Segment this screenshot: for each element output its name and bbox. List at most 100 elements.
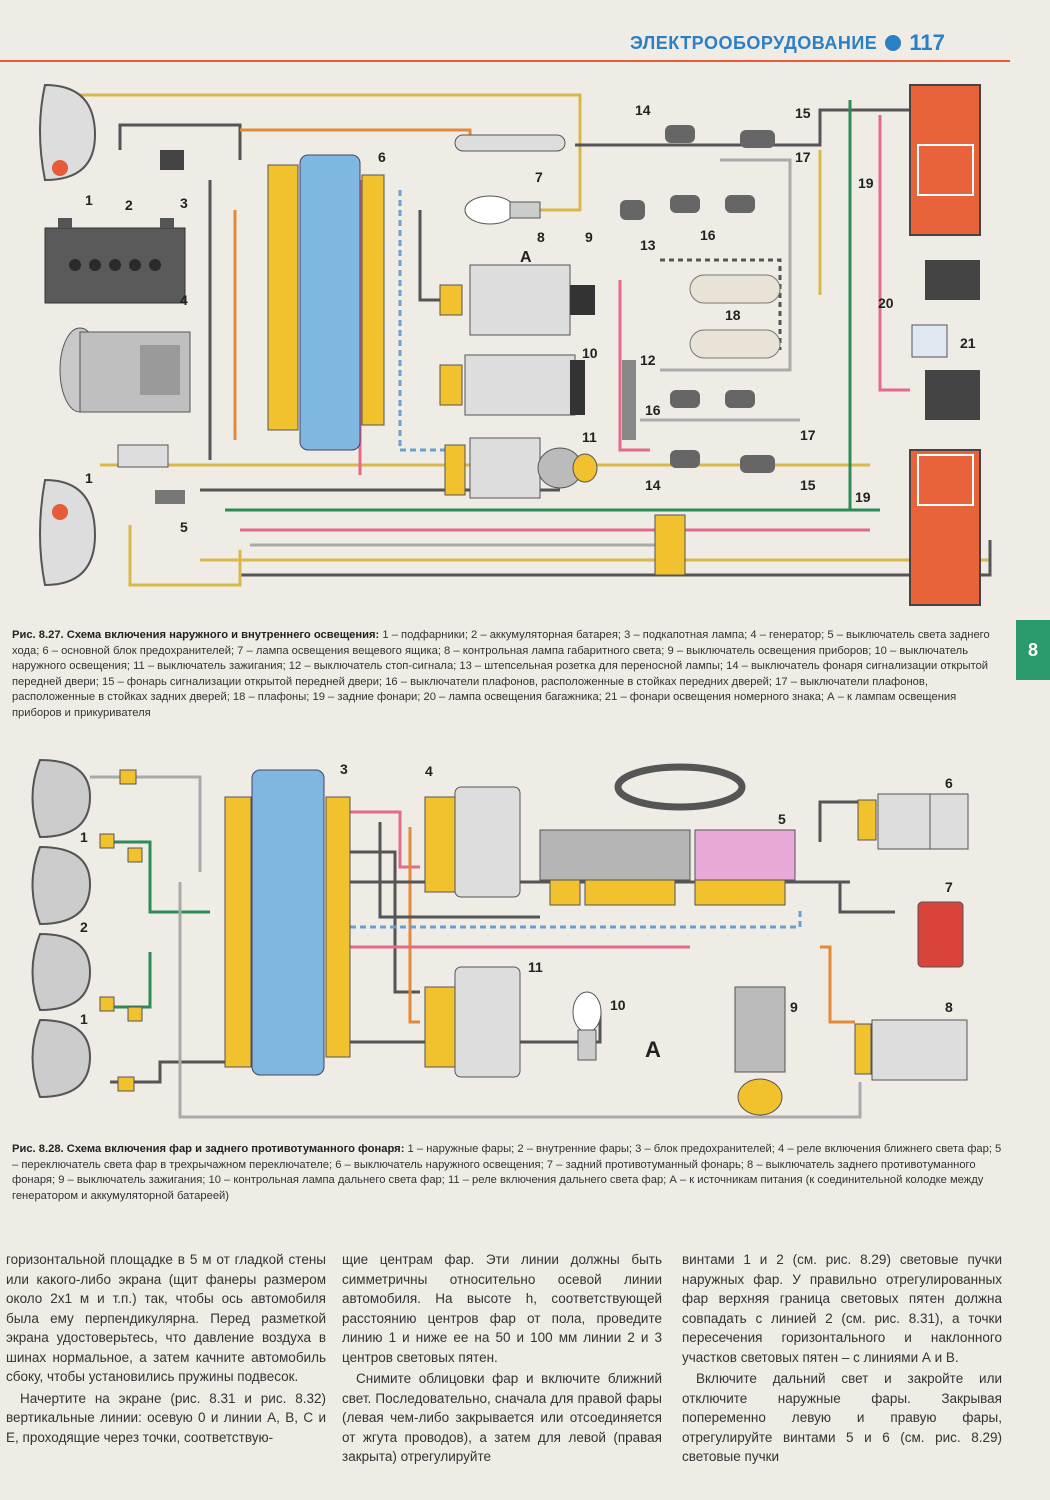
indicator-lamp <box>464 195 541 225</box>
paragraph: винтами 1 и 2 (см. рис. 8.29) световые п… <box>682 1252 1002 1365</box>
figure-8-27-title: Рис. 8.27. Схема включения наружного и в… <box>12 629 380 641</box>
page-header: ЭЛЕКТРООБОРУДОВАНИЕ 117 <box>630 30 1020 56</box>
ignition-switch <box>444 437 598 499</box>
low-beam-relay <box>424 786 521 898</box>
high-beam-indicator <box>572 991 602 1061</box>
svg-text:3: 3 <box>180 195 188 211</box>
trunk-lamp <box>911 324 948 358</box>
paragraph: Включите дальний свет и закройте или отк… <box>682 1371 1002 1464</box>
paragraph: щие центрам фар. Эти линии должны быть с… <box>342 1252 662 1365</box>
fog-lamp-switch <box>854 1019 968 1081</box>
text-column-1: горизонтальной площадке в 5 м от гладкой… <box>6 1250 326 1449</box>
glovebox-lamp <box>454 134 566 152</box>
svg-text:11: 11 <box>582 429 597 445</box>
rear-fog-lamp <box>917 901 964 968</box>
svg-text:10: 10 <box>582 345 598 361</box>
headlamps <box>31 758 92 1099</box>
svg-text:А: А <box>645 1037 661 1062</box>
svg-text:18: 18 <box>725 307 741 323</box>
text-column-2: щие центрам фар. Эти линии должны быть с… <box>342 1250 662 1469</box>
svg-text:15: 15 <box>795 105 811 121</box>
svg-text:1: 1 <box>85 192 93 208</box>
svg-text:5: 5 <box>180 519 188 535</box>
fuse-block <box>267 154 385 451</box>
svg-text:7: 7 <box>945 879 953 895</box>
svg-text:9: 9 <box>585 229 593 245</box>
reverse-switch <box>155 490 185 504</box>
figure-8-28-legend: 1 – наружные фары; 2 – внутренние фары; … <box>12 1143 1002 1202</box>
svg-text:1: 1 <box>80 829 88 845</box>
svg-text:7: 7 <box>535 169 543 185</box>
parking-light-bottom <box>39 478 97 587</box>
svg-text:4: 4 <box>425 763 433 779</box>
rear-connector <box>654 514 686 576</box>
svg-text:19: 19 <box>858 175 874 191</box>
figure-8-27-legend: 1 – подфарники; 2 – аккумуляторная батар… <box>12 629 990 719</box>
svg-text:А: А <box>520 249 532 266</box>
svg-text:8: 8 <box>945 999 953 1015</box>
svg-text:6: 6 <box>945 775 953 791</box>
svg-text:9: 9 <box>790 999 798 1015</box>
lamp-connectors <box>99 769 143 1092</box>
section-title: ЭЛЕКТРООБОРУДОВАНИЕ <box>630 32 878 53</box>
svg-text:21: 21 <box>960 335 976 351</box>
paragraph: горизонтальной площадке в 5 м от гладкой… <box>6 1252 326 1384</box>
tail-light-bottom <box>909 449 981 606</box>
body-text: горизонтальной площадке в 5 м от гладкой… <box>6 1250 1006 1490</box>
headlamp-fuse-block <box>224 769 351 1076</box>
exterior-switch <box>857 793 969 850</box>
door-switches <box>620 125 775 473</box>
svg-text:19: 19 <box>855 489 871 505</box>
svg-text:11: 11 <box>528 959 543 975</box>
plate-light-top <box>925 260 980 300</box>
paragraph: Начертите на экране (рис. 8.31 и рис. 8.… <box>6 1390 326 1445</box>
dome-lamps <box>689 274 781 359</box>
svg-text:10: 10 <box>610 997 626 1013</box>
figure-8-28-caption: Рис. 8.28. Схема включения фар и заднего… <box>12 1142 1007 1214</box>
bullet-icon <box>885 35 902 51</box>
svg-text:6: 6 <box>378 149 386 165</box>
generator-symbol <box>59 327 191 413</box>
chapter-tab[interactable]: 8 <box>1016 620 1050 680</box>
tail-light-top <box>909 84 981 236</box>
column-switch <box>539 763 796 906</box>
svg-text:2: 2 <box>80 919 88 935</box>
svg-text:1: 1 <box>85 470 93 486</box>
instrument-light-switch <box>439 264 595 336</box>
battery-symbol <box>44 218 186 304</box>
connector-block <box>117 444 169 468</box>
svg-text:1: 1 <box>80 1011 88 1027</box>
svg-text:17: 17 <box>800 427 816 443</box>
svg-text:5: 5 <box>778 811 786 827</box>
ignition-switch-2 <box>734 986 786 1116</box>
svg-text:14: 14 <box>635 102 651 118</box>
svg-text:20: 20 <box>878 295 894 311</box>
exterior-light-switch <box>439 354 585 416</box>
figure-8-28-title: Рис. 8.28. Схема включения фар и заднего… <box>12 1143 405 1155</box>
header-rule <box>0 60 1010 62</box>
svg-text:14: 14 <box>645 477 661 493</box>
svg-text:16: 16 <box>645 402 661 418</box>
under-hood-lamp <box>160 150 184 170</box>
svg-text:4: 4 <box>180 292 188 308</box>
svg-text:2: 2 <box>125 197 133 213</box>
page-number: 117 <box>909 30 945 55</box>
svg-text:8: 8 <box>537 229 545 245</box>
high-beam-relay <box>424 966 521 1078</box>
svg-text:17: 17 <box>795 149 811 165</box>
plate-light-bottom <box>925 370 980 420</box>
text-column-3: винтами 1 и 2 (см. рис. 8.29) световые п… <box>682 1250 1002 1469</box>
parking-light-top <box>39 83 97 182</box>
figure-8-27-caption: Рис. 8.27. Схема включения наружного и в… <box>12 628 1007 724</box>
svg-text:16: 16 <box>700 227 716 243</box>
svg-text:13: 13 <box>640 237 656 253</box>
svg-text:12: 12 <box>640 352 656 368</box>
svg-text:3: 3 <box>340 761 348 777</box>
svg-text:15: 15 <box>800 477 816 493</box>
paragraph: Снимите облицовки фар и включите ближний… <box>342 1371 662 1464</box>
stop-switch <box>622 360 636 440</box>
